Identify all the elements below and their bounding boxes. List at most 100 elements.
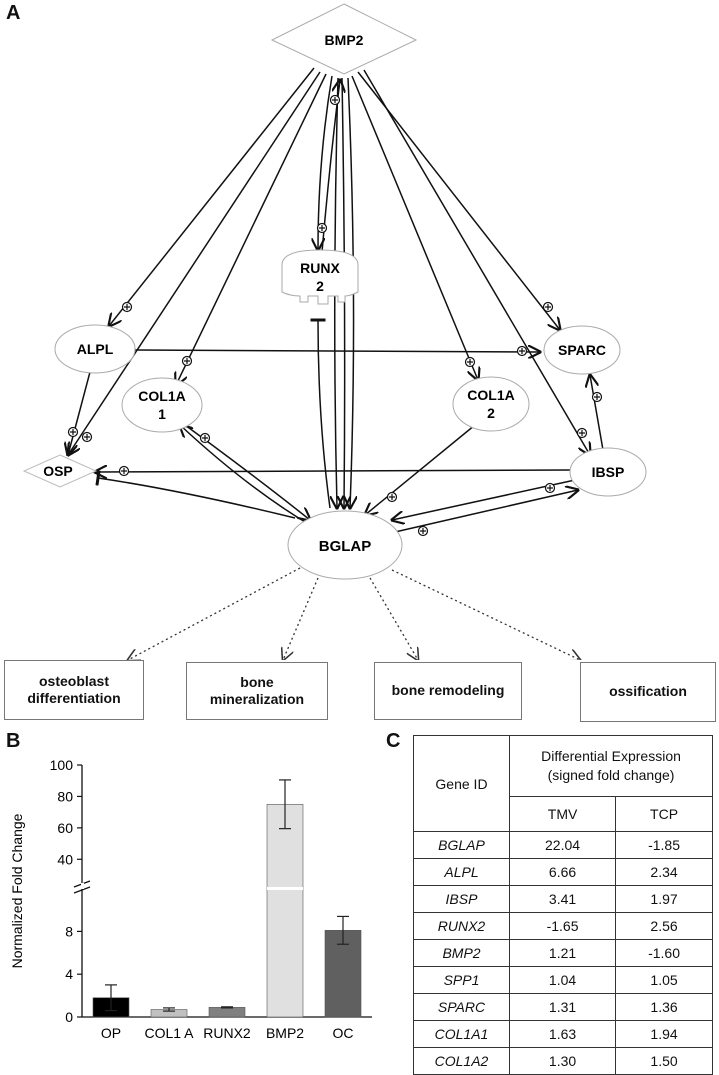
axis-break-mark xyxy=(73,886,91,894)
gene-cell: RUNX2 xyxy=(413,912,510,940)
node-sparc-label: SPARC xyxy=(558,342,606,358)
edge-bglap-ossification xyxy=(391,569,580,660)
header-gene-id: Gene ID xyxy=(413,735,510,832)
axis-break-gap xyxy=(81,883,84,889)
expression-table: Gene ID Differential Expression (signed … xyxy=(413,735,713,1075)
node-alpl: ALPL xyxy=(54,324,136,374)
tcp-cell: 1.97 xyxy=(615,885,713,913)
bar-break-stripe xyxy=(267,887,303,890)
node-bmp2: BMP2 xyxy=(270,3,418,75)
process-bone-mineralization: bone mineralization xyxy=(186,662,328,720)
edge-bmp2-sparc xyxy=(357,71,560,330)
tcp-cell: 1.94 xyxy=(615,1020,713,1048)
node-bglap-label: BGLAP xyxy=(319,538,372,555)
edge-ibsp-bglap xyxy=(392,479,576,520)
y-tick-label: 40 xyxy=(57,851,73,867)
edge-bmp2-col1a2 xyxy=(351,75,478,380)
bar xyxy=(208,1007,246,1018)
tcp-cell: -1.60 xyxy=(615,939,713,967)
node-col1a1: COL1A 1 xyxy=(121,377,203,433)
y-tick-label: 8 xyxy=(65,923,73,939)
process-ossification: ossification xyxy=(580,662,716,722)
header-differential-expression: Differential Expression (signed fold cha… xyxy=(509,735,713,797)
x-tick-label: BMP2 xyxy=(266,1025,304,1041)
process-bone-remodeling: bone remodeling xyxy=(374,662,522,720)
y-axis-label: Normalized Fold Change xyxy=(9,813,25,968)
edge-bmp2-osp xyxy=(68,71,321,455)
y-tick-label: 0 xyxy=(65,1009,73,1025)
y-tick-label: 100 xyxy=(50,757,74,773)
node-alpl-label: ALPL xyxy=(77,341,114,357)
svg-text:RUNX: RUNX xyxy=(300,260,340,276)
tmv-cell: 1.21 xyxy=(508,939,617,967)
tmv-cell: 1.31 xyxy=(508,993,617,1021)
edge-bglap-osteoblast xyxy=(128,567,301,660)
header-tcp: TCP xyxy=(615,796,713,832)
edge-bglap-osp-inhibit xyxy=(95,470,296,519)
x-tick-label: COL1 A xyxy=(144,1025,194,1041)
y-tick-label: 80 xyxy=(57,788,73,804)
y-tick-label: 4 xyxy=(65,966,73,982)
node-ibsp: IBSP xyxy=(569,447,647,497)
gene-cell: BMP2 xyxy=(413,939,510,967)
tmv-cell: 1.04 xyxy=(508,966,617,994)
node-ibsp-label: IBSP xyxy=(592,464,625,480)
gene-cell: BGLAP xyxy=(413,831,510,859)
edge-bmp2-ibsp xyxy=(363,69,590,455)
x-tick-label: OP xyxy=(101,1025,121,1041)
gene-cell: COL1A1 xyxy=(413,1020,510,1048)
svg-text:2: 2 xyxy=(316,278,324,294)
tmv-cell: 6.66 xyxy=(508,858,617,886)
edge-bglap-runx2-inhibit xyxy=(310,318,331,509)
tcp-cell: -1.85 xyxy=(615,831,713,859)
panel-a-label: A xyxy=(6,2,21,24)
edge-bmp2-alpl xyxy=(109,67,315,326)
node-col1a2: COL1A 2 xyxy=(452,376,530,432)
process-osteoblast-differentiation: osteoblast differentiation xyxy=(4,660,144,720)
header-tmv: TMV xyxy=(508,796,617,832)
gene-cell: SPARC xyxy=(413,993,510,1021)
node-osp: OSP xyxy=(22,454,98,488)
edge-bglap-ibsp xyxy=(394,490,578,533)
network-diagram: BMP2 RUNX 2 ALPL SPARC COL1A 1 COL1A 2 O… xyxy=(22,3,647,660)
edge-alpl-sparc xyxy=(134,350,540,352)
tmv-cell: -1.65 xyxy=(508,912,617,940)
x-tick-label: OC xyxy=(333,1025,354,1041)
x-tick-label: RUNX2 xyxy=(203,1025,251,1041)
node-osp-label: OSP xyxy=(43,463,73,479)
edge-alpl-osp xyxy=(68,371,91,455)
node-runx2: RUNX 2 xyxy=(281,249,359,305)
svg-text:2: 2 xyxy=(487,405,495,421)
svg-text:COL1A: COL1A xyxy=(138,388,185,404)
edge-ibsp-osp xyxy=(95,470,571,472)
tcp-cell: 1.36 xyxy=(615,993,713,1021)
tmv-cell: 3.41 xyxy=(508,885,617,913)
tmv-cell: 1.30 xyxy=(508,1047,617,1075)
tcp-cell: 2.34 xyxy=(615,858,713,886)
gene-cell: ALPL xyxy=(413,858,510,886)
node-sparc: SPARC xyxy=(543,325,621,375)
tmv-cell: 22.04 xyxy=(508,831,617,859)
edge-ibsp-sparc xyxy=(590,375,604,451)
tcp-cell: 2.56 xyxy=(615,912,713,940)
tcp-cell: 1.05 xyxy=(615,966,713,994)
bar xyxy=(266,803,304,1018)
svg-text:COL1A: COL1A xyxy=(467,387,514,403)
gene-cell: IBSP xyxy=(413,885,510,913)
panel-c-label: C xyxy=(386,730,401,752)
gene-cell: SPP1 xyxy=(413,966,510,994)
svg-text:1: 1 xyxy=(158,406,166,422)
panel-b-label: B xyxy=(6,730,21,752)
y-tick-label: 60 xyxy=(57,820,73,836)
edge-bglap-col1a1 xyxy=(180,425,316,529)
tmv-cell: 1.63 xyxy=(508,1020,617,1048)
